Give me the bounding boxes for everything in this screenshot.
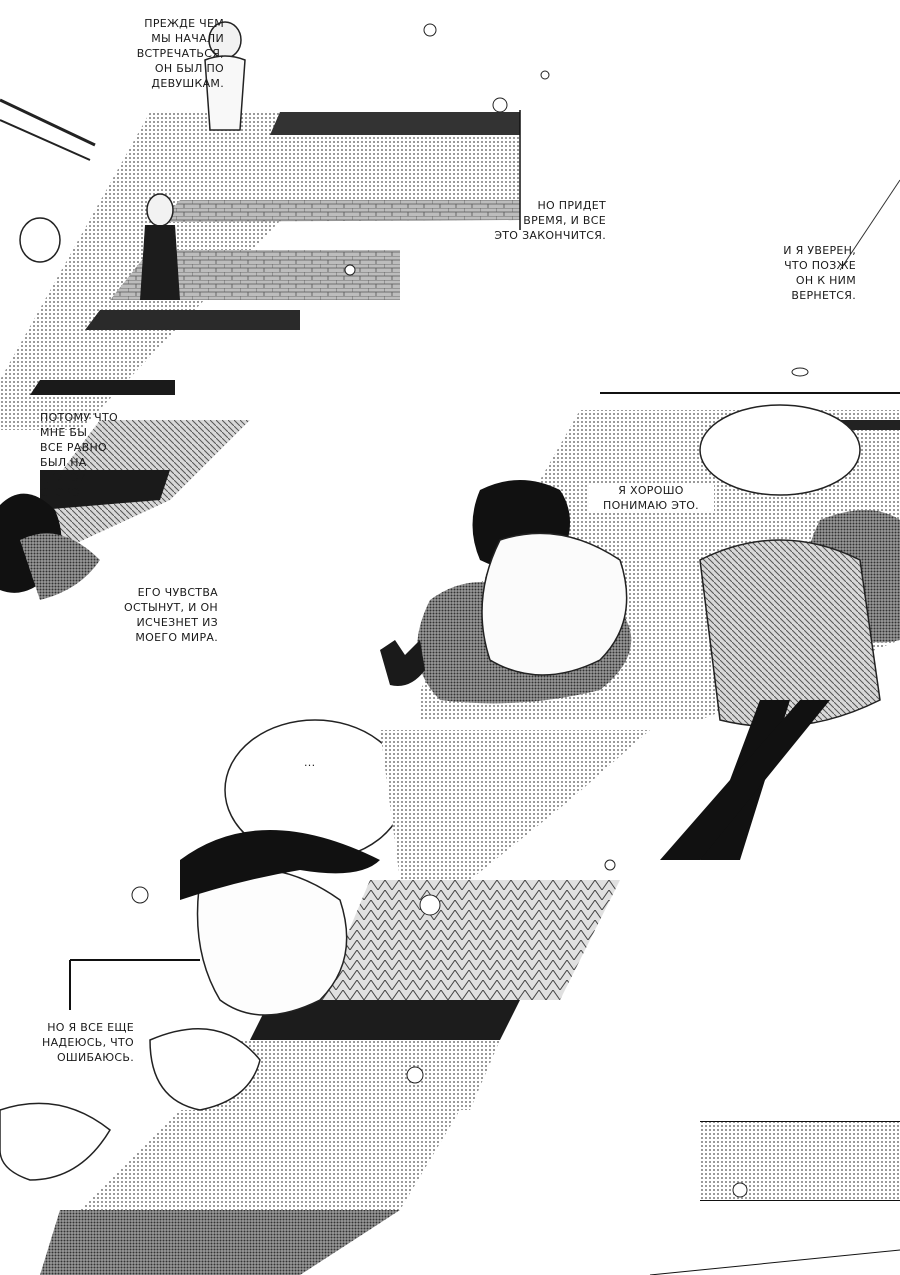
caption-understand: Я ХОРОШО ПОНИМАЮ ЭТО. (588, 483, 714, 513)
caption-ellipsis: ... (304, 756, 316, 769)
caption-still-hope: НО Я ВСЕ ЕЩЕ НАДЕЮСЬ, ЧТО ОШИБАЮСЬ. (42, 1021, 134, 1064)
caption-feelings-cool: ЕГО ЧУВСТВА ОСТЫНУТ, И ОН ИСЧЕЗНЕТ ИЗ МО… (123, 586, 218, 644)
caption-other-side: ПОТОМУ ЧТО МНЕ БЫ ВСЕ РАВНО БЫЛ НА ДРУГО… (40, 411, 118, 499)
caption-before-dating: ПРЕЖДЕ ЧЕМ МЫ НАЧАЛИ ВСТРЕЧАТЬСЯ, ОН БЫЛ… (136, 17, 224, 90)
panel-street (0, 21, 550, 430)
panel-pavement (0, 730, 900, 1275)
caption-he-will-return: И Я УВЕРЕН, ЧТО ПОЗЖЕ ОН К НИМ ВЕРНЕТСЯ. (783, 244, 856, 302)
panel-empty-right (600, 179, 900, 394)
panel-couple (0, 404, 900, 861)
caption-time-will-come: НО ПРИДЕТ ВРЕМЯ, И ВСЕ ЭТО ЗАКОНЧИТСЯ. (494, 199, 606, 242)
